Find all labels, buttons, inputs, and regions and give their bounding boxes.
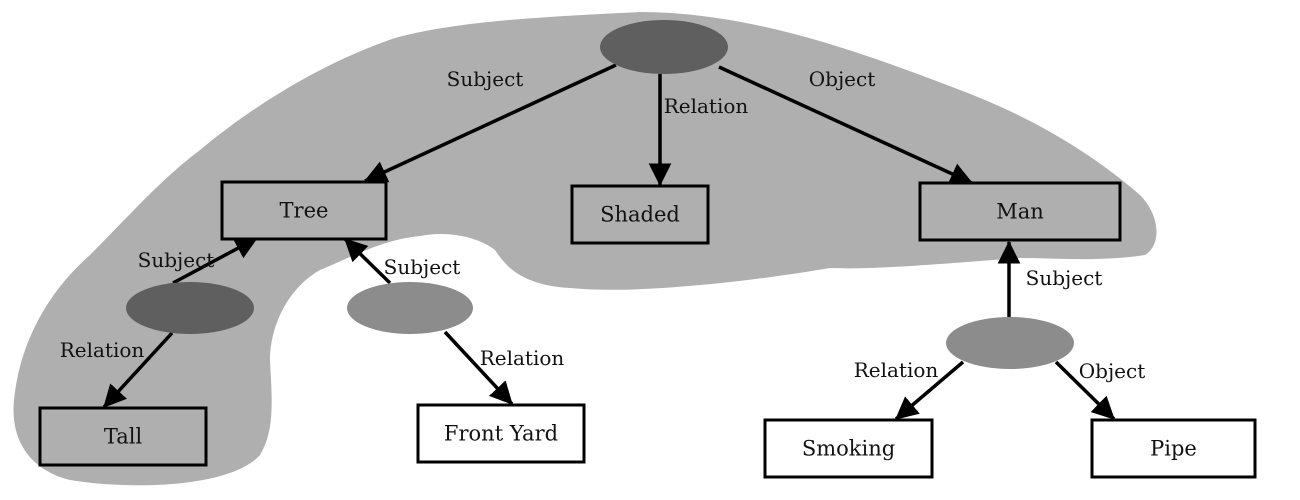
relation-node-rel-man — [946, 317, 1074, 369]
entity-box — [570, 184, 710, 245]
edge-rel_tree_yard-to-front_yard — [443, 330, 514, 406]
edge-label-subject: Subject — [1026, 266, 1103, 290]
edge-rel_tree_tall-to-tall — [102, 331, 174, 409]
entity-node-tree: Tree — [220, 180, 388, 241]
edge-label-relation: Relation — [60, 338, 145, 362]
entity-box — [918, 181, 1122, 242]
entity-node-tall: Tall — [38, 406, 208, 467]
relation-node-rel-tree-tall — [126, 282, 254, 334]
edge-label-object: Object — [809, 67, 875, 91]
entity-node-man: Man — [918, 181, 1122, 242]
entity-box — [220, 180, 388, 241]
entity-label: Tree — [280, 199, 329, 223]
entity-box — [38, 406, 208, 467]
entity-node-pipe: Pipe — [1090, 418, 1257, 479]
relation-node-rel-top — [600, 20, 728, 74]
entity-box — [416, 403, 586, 464]
entity-label: Tall — [104, 425, 143, 449]
edge-label-subject: Subject — [138, 248, 215, 272]
edge-label-subject: Subject — [447, 67, 524, 91]
entity-node-shaded: Shaded — [570, 184, 710, 245]
edge-rel_tree_yard-to-tree — [343, 237, 392, 285]
edge-label-subject: Subject — [384, 255, 461, 279]
edge-rel_tree_tall-to-tree — [172, 236, 259, 285]
entity-label: Smoking — [802, 437, 895, 461]
entity-label: Man — [996, 200, 1044, 224]
edge-rel_top-to-man — [718, 65, 974, 185]
entity-label: Pipe — [1150, 437, 1197, 461]
edge-rel_man-to-pipe — [1054, 360, 1116, 421]
entity-node-smoking: Smoking — [763, 418, 934, 479]
edge-label-relation: Relation — [664, 94, 749, 118]
entity-node-front-yard: Front Yard — [416, 403, 586, 464]
edge-label-object: Object — [1079, 359, 1145, 383]
relation-node-rel-tree-yard — [347, 282, 473, 334]
entity-box — [1090, 418, 1257, 479]
highlight-region — [13, 12, 1157, 486]
edge-label-relation: Relation — [854, 358, 939, 382]
edge-rel_top-to-tree — [363, 63, 617, 183]
entity-box — [763, 418, 934, 479]
edge-label-relation: Relation — [480, 346, 565, 370]
entity-label: Front Yard — [444, 422, 558, 446]
edge-rel_man-to-smoking — [894, 360, 965, 421]
entity-label: Shaded — [600, 203, 680, 227]
